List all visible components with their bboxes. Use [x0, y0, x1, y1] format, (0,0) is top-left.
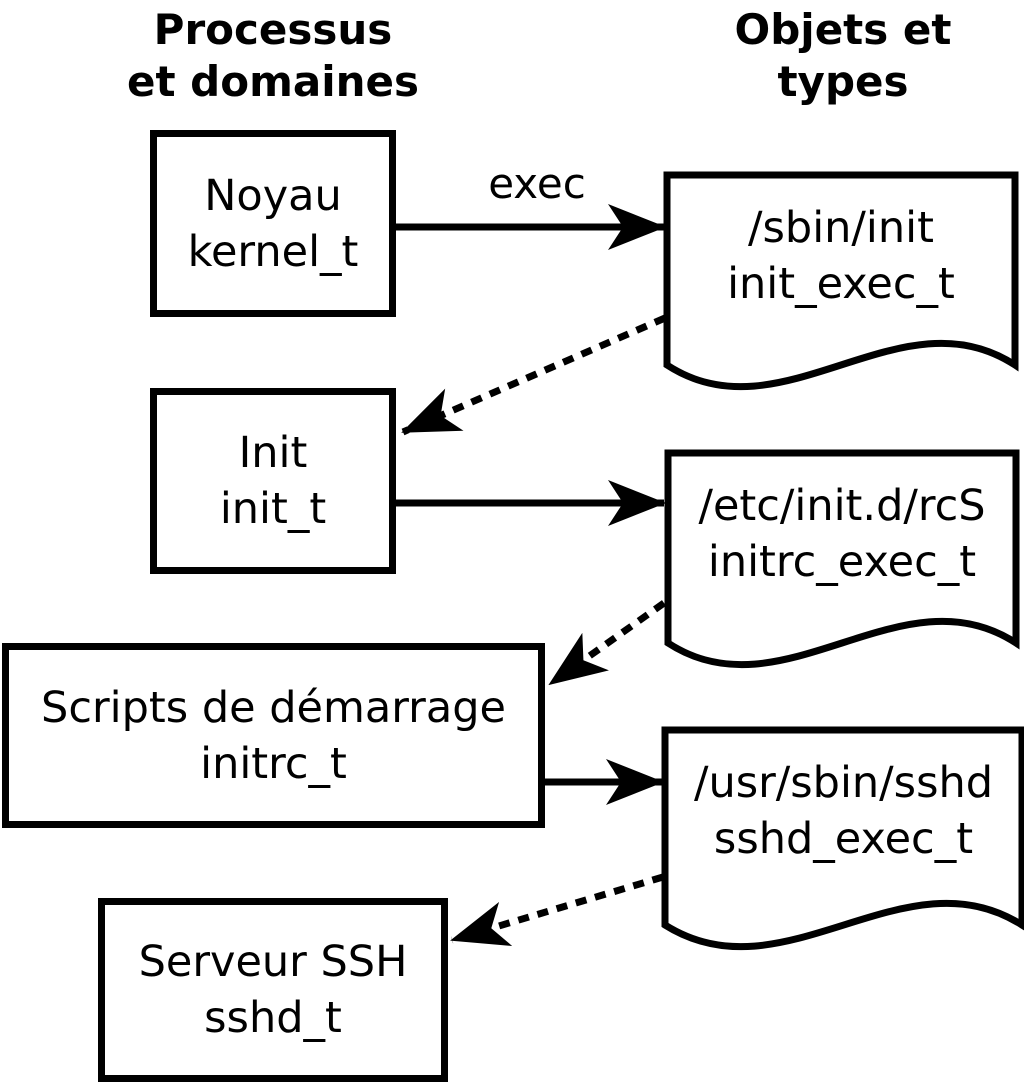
- process-domain-kernel: kernel_t: [187, 226, 359, 277]
- column-header-objects-line1: Objets et: [734, 5, 952, 54]
- object-path-init-exec: /sbin/init: [748, 203, 934, 253]
- transition-arrow-initrc-exec-to-initrc: [547, 600, 667, 687]
- object-type-initrc-exec: initrc_exec_t: [707, 537, 977, 587]
- process-name-sshd: Serveur SSH: [138, 937, 408, 987]
- process-domain-sshd: sshd_t: [204, 993, 342, 1043]
- object-label-init-exec: /sbin/init init_exec_t: [667, 200, 1015, 312]
- exec-arrow-label: exec: [488, 159, 586, 208]
- process-name-initrc: Scripts de démarrage: [41, 682, 506, 733]
- column-header-processes: Processus et domaines: [63, 4, 483, 108]
- column-header-processes-line1: Processus: [153, 5, 393, 54]
- process-name-init: Init: [238, 428, 308, 478]
- transition-arrow-sshd-exec-to-sshd: [450, 873, 665, 947]
- object-doc-init-exec: [663, 171, 1019, 391]
- object-type-sshd-exec: sshd_exec_t: [713, 814, 974, 864]
- object-path-sshd-exec: /usr/sbin/sshd: [693, 758, 994, 808]
- process-box-init: Init init_t: [150, 388, 396, 574]
- process-box-sshd: Serveur SSH sshd_t: [98, 898, 448, 1082]
- column-header-objects: Objets et types: [633, 4, 1024, 108]
- object-label-initrc-exec: /etc/init.d/rcS initrc_exec_t: [668, 478, 1016, 590]
- process-name-kernel: Noyau: [204, 170, 342, 221]
- object-type-init-exec: init_exec_t: [727, 259, 955, 309]
- object-label-sshd-exec: /usr/sbin/sshd sshd_exec_t: [665, 755, 1022, 867]
- object-path-initrc-exec: /etc/init.d/rcS: [698, 481, 986, 531]
- object-doc-sshd-exec: [661, 726, 1024, 951]
- process-box-kernel: Noyau kernel_t: [150, 130, 396, 317]
- object-doc-initrc-exec: [664, 449, 1020, 669]
- process-domain-initrc: initrc_t: [200, 738, 347, 789]
- column-header-objects-line2: types: [777, 57, 909, 106]
- column-header-processes-line2: et domaines: [127, 57, 419, 106]
- process-domain-init: init_t: [219, 484, 327, 534]
- process-box-initrc: Scripts de démarrage initrc_t: [2, 643, 545, 828]
- transition-arrow-init-exec-to-init: [401, 314, 667, 436]
